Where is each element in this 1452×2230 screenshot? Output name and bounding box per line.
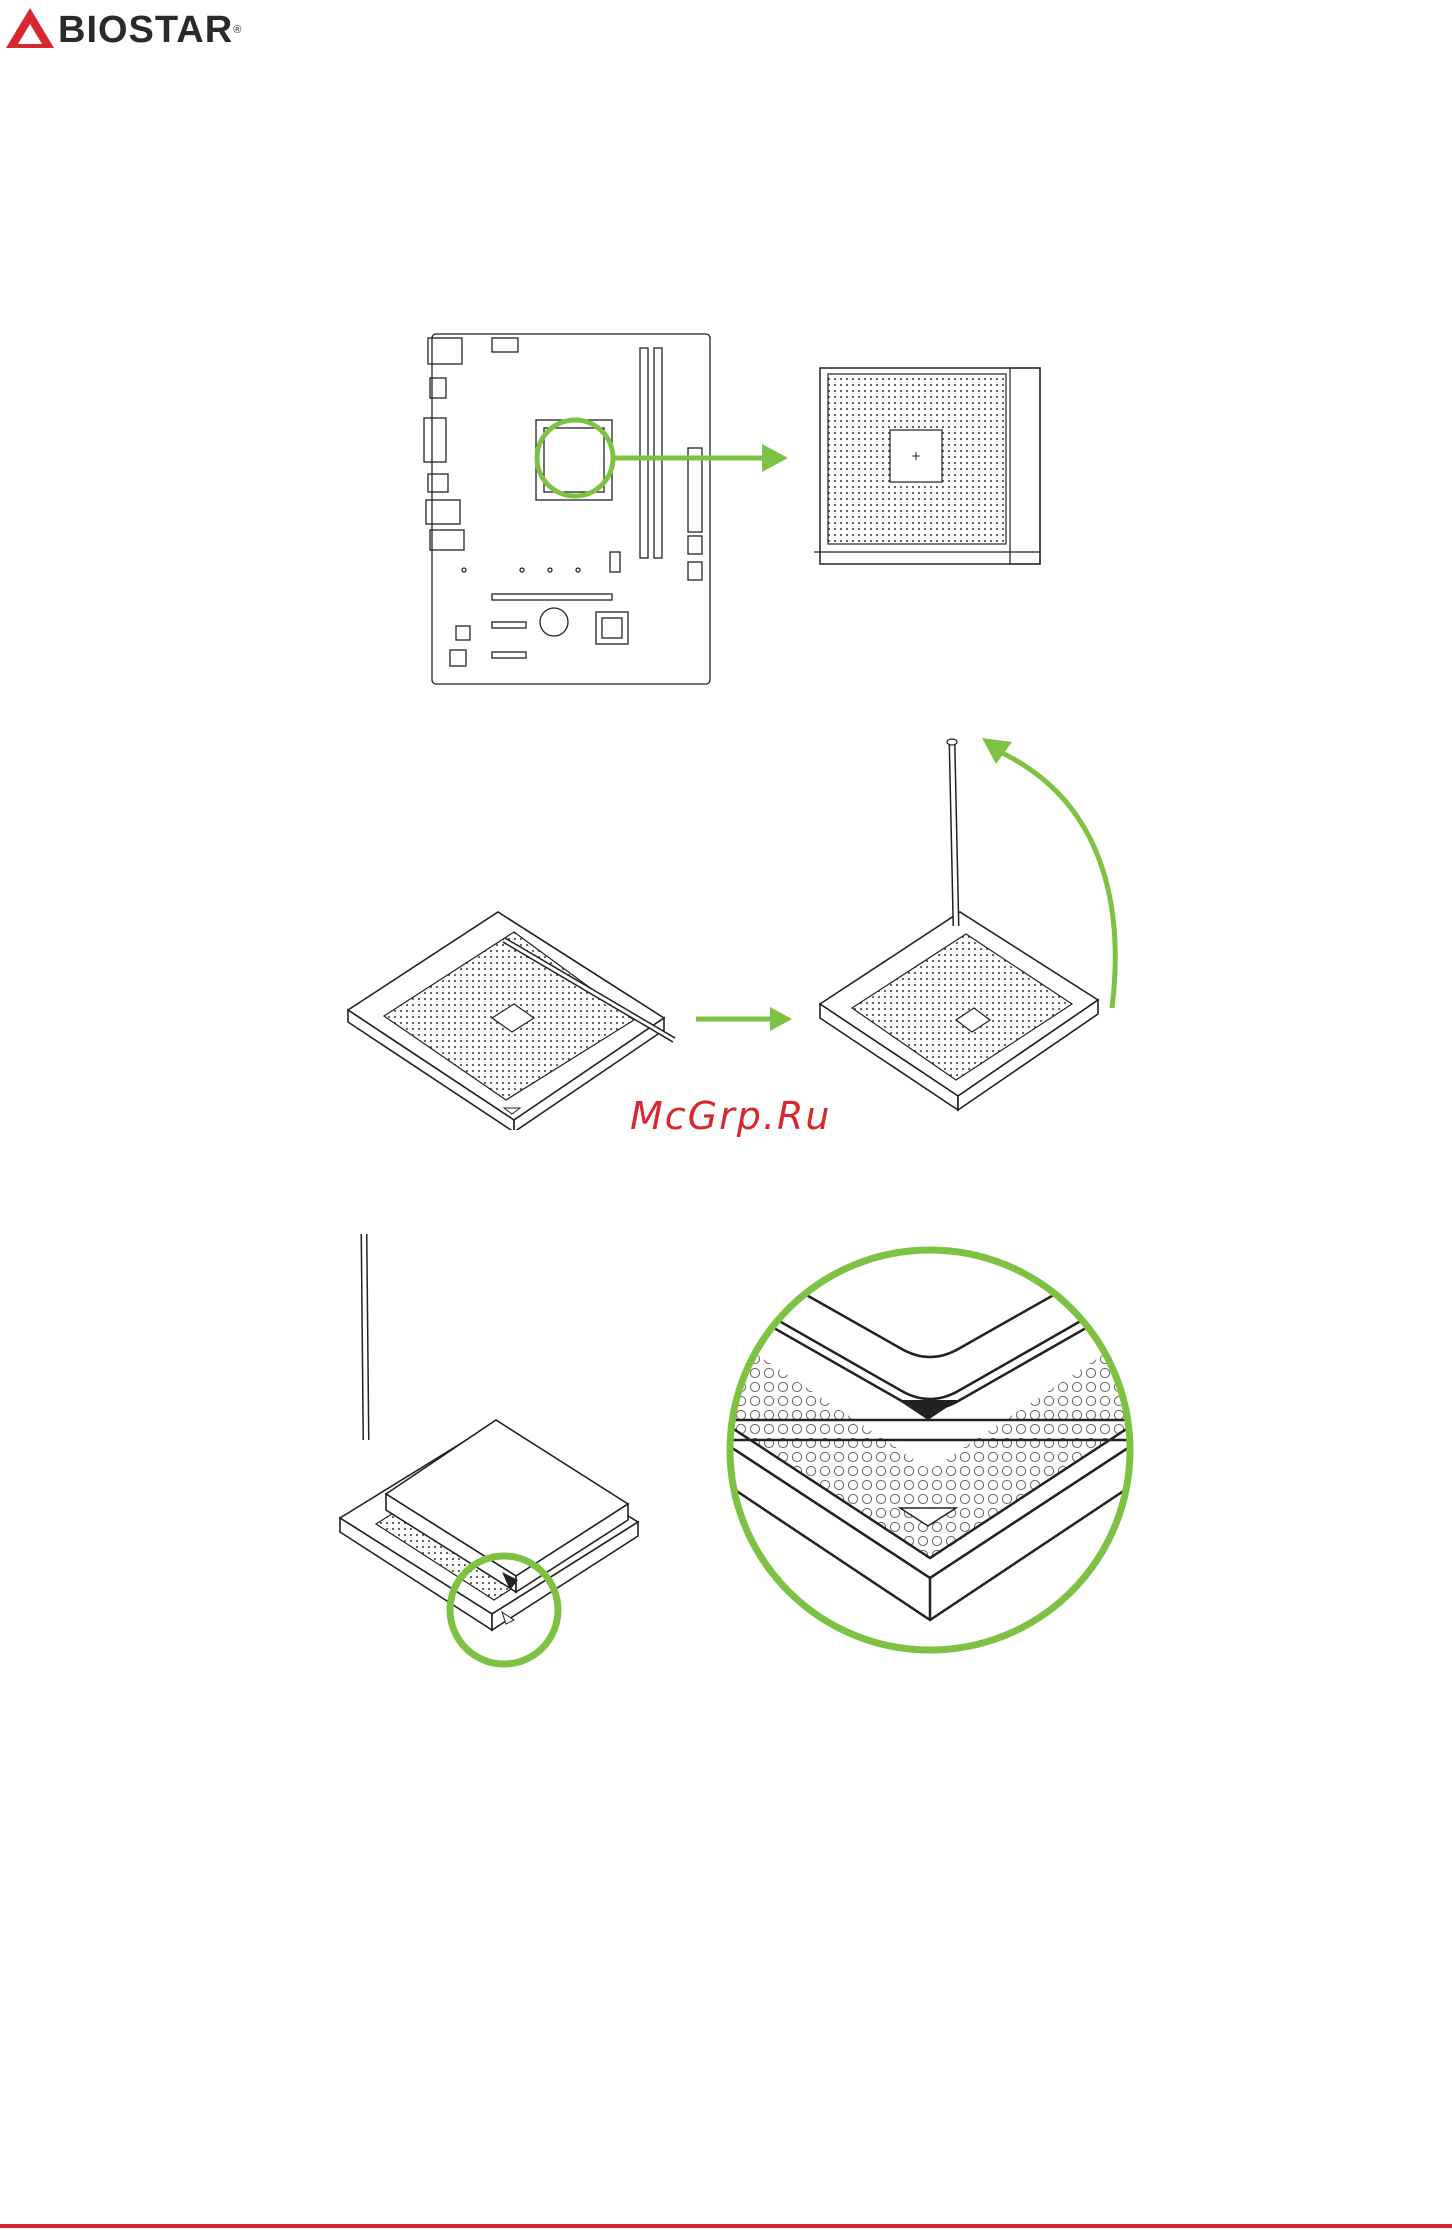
cpu-in-socket-figure [336, 1232, 656, 1672]
brand-name: BIOSTAR® [58, 10, 242, 50]
watermark-text: McGrp.Ru [630, 1094, 831, 1138]
pin1-marker-zoom-figure [720, 1240, 1140, 1660]
svg-text:+: + [911, 449, 921, 463]
motherboard-layout-figure [420, 330, 720, 690]
brand-name-text: BIOSTAR [58, 9, 233, 51]
biostar-logo: BIOSTAR® [4, 4, 284, 56]
arrow-right-icon-2 [696, 1004, 796, 1034]
socket-top-view-figure: + [814, 364, 1050, 570]
arrow-right-icon [612, 438, 792, 478]
registered-mark: ® [233, 24, 242, 36]
footer-rule [0, 2224, 1452, 2228]
biostar-mark-icon [4, 4, 56, 52]
socket-lever-open-figure [816, 730, 1136, 1140]
